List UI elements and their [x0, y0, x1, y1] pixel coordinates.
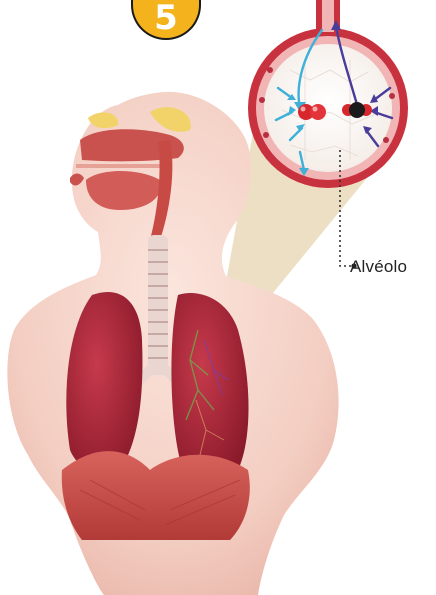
carbon-dioxide-molecule-icon: [342, 102, 372, 118]
alveolus-label: Alvéolo: [350, 257, 407, 277]
alveolus-cavity: [264, 44, 392, 172]
step-number: 5: [154, 1, 178, 35]
